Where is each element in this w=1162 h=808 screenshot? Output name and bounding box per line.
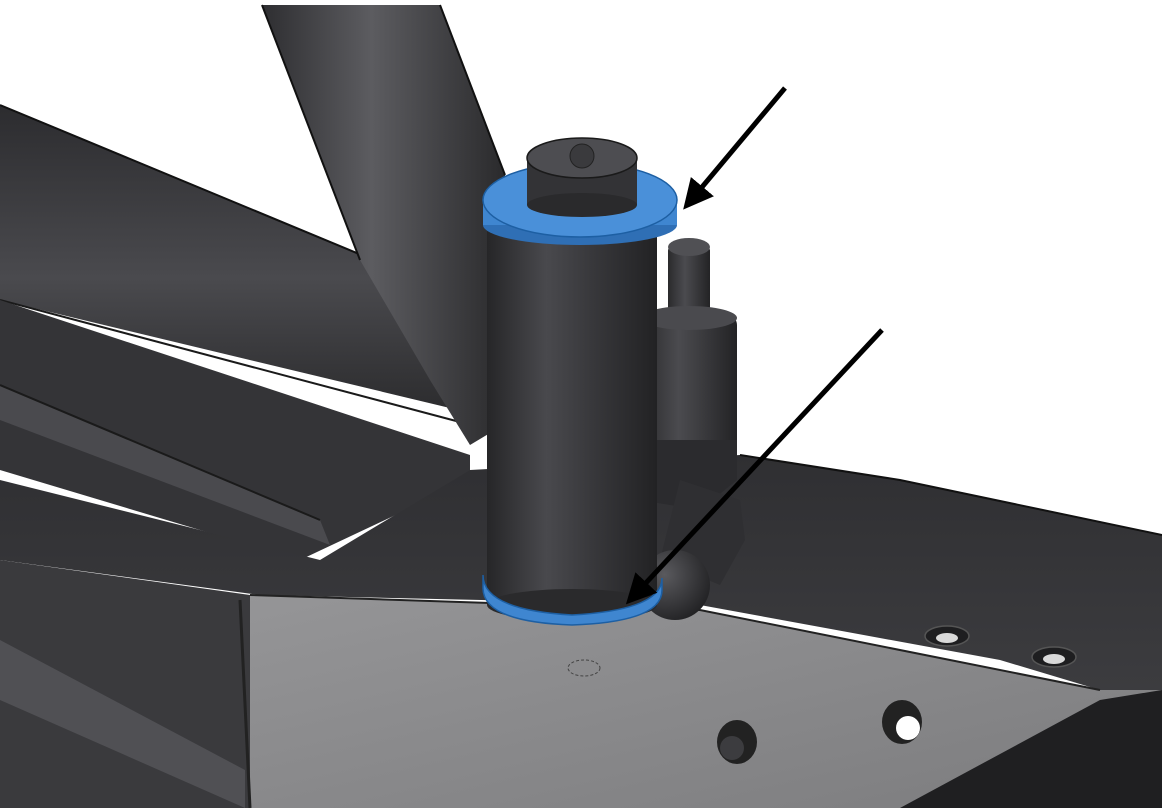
hex-socket-icon [569, 143, 595, 169]
bottom-washer [482, 574, 663, 626]
hinge-sleeve [487, 210, 657, 621]
arrow-top-washer [683, 86, 787, 210]
plate-holes [567, 625, 1077, 764]
frame-tube-diagonal [261, 4, 506, 445]
frame-rail-left [0, 300, 470, 560]
annotations [625, 86, 884, 605]
sleeve-cap [526, 137, 638, 217]
arrow-bottom-washer [625, 328, 884, 605]
